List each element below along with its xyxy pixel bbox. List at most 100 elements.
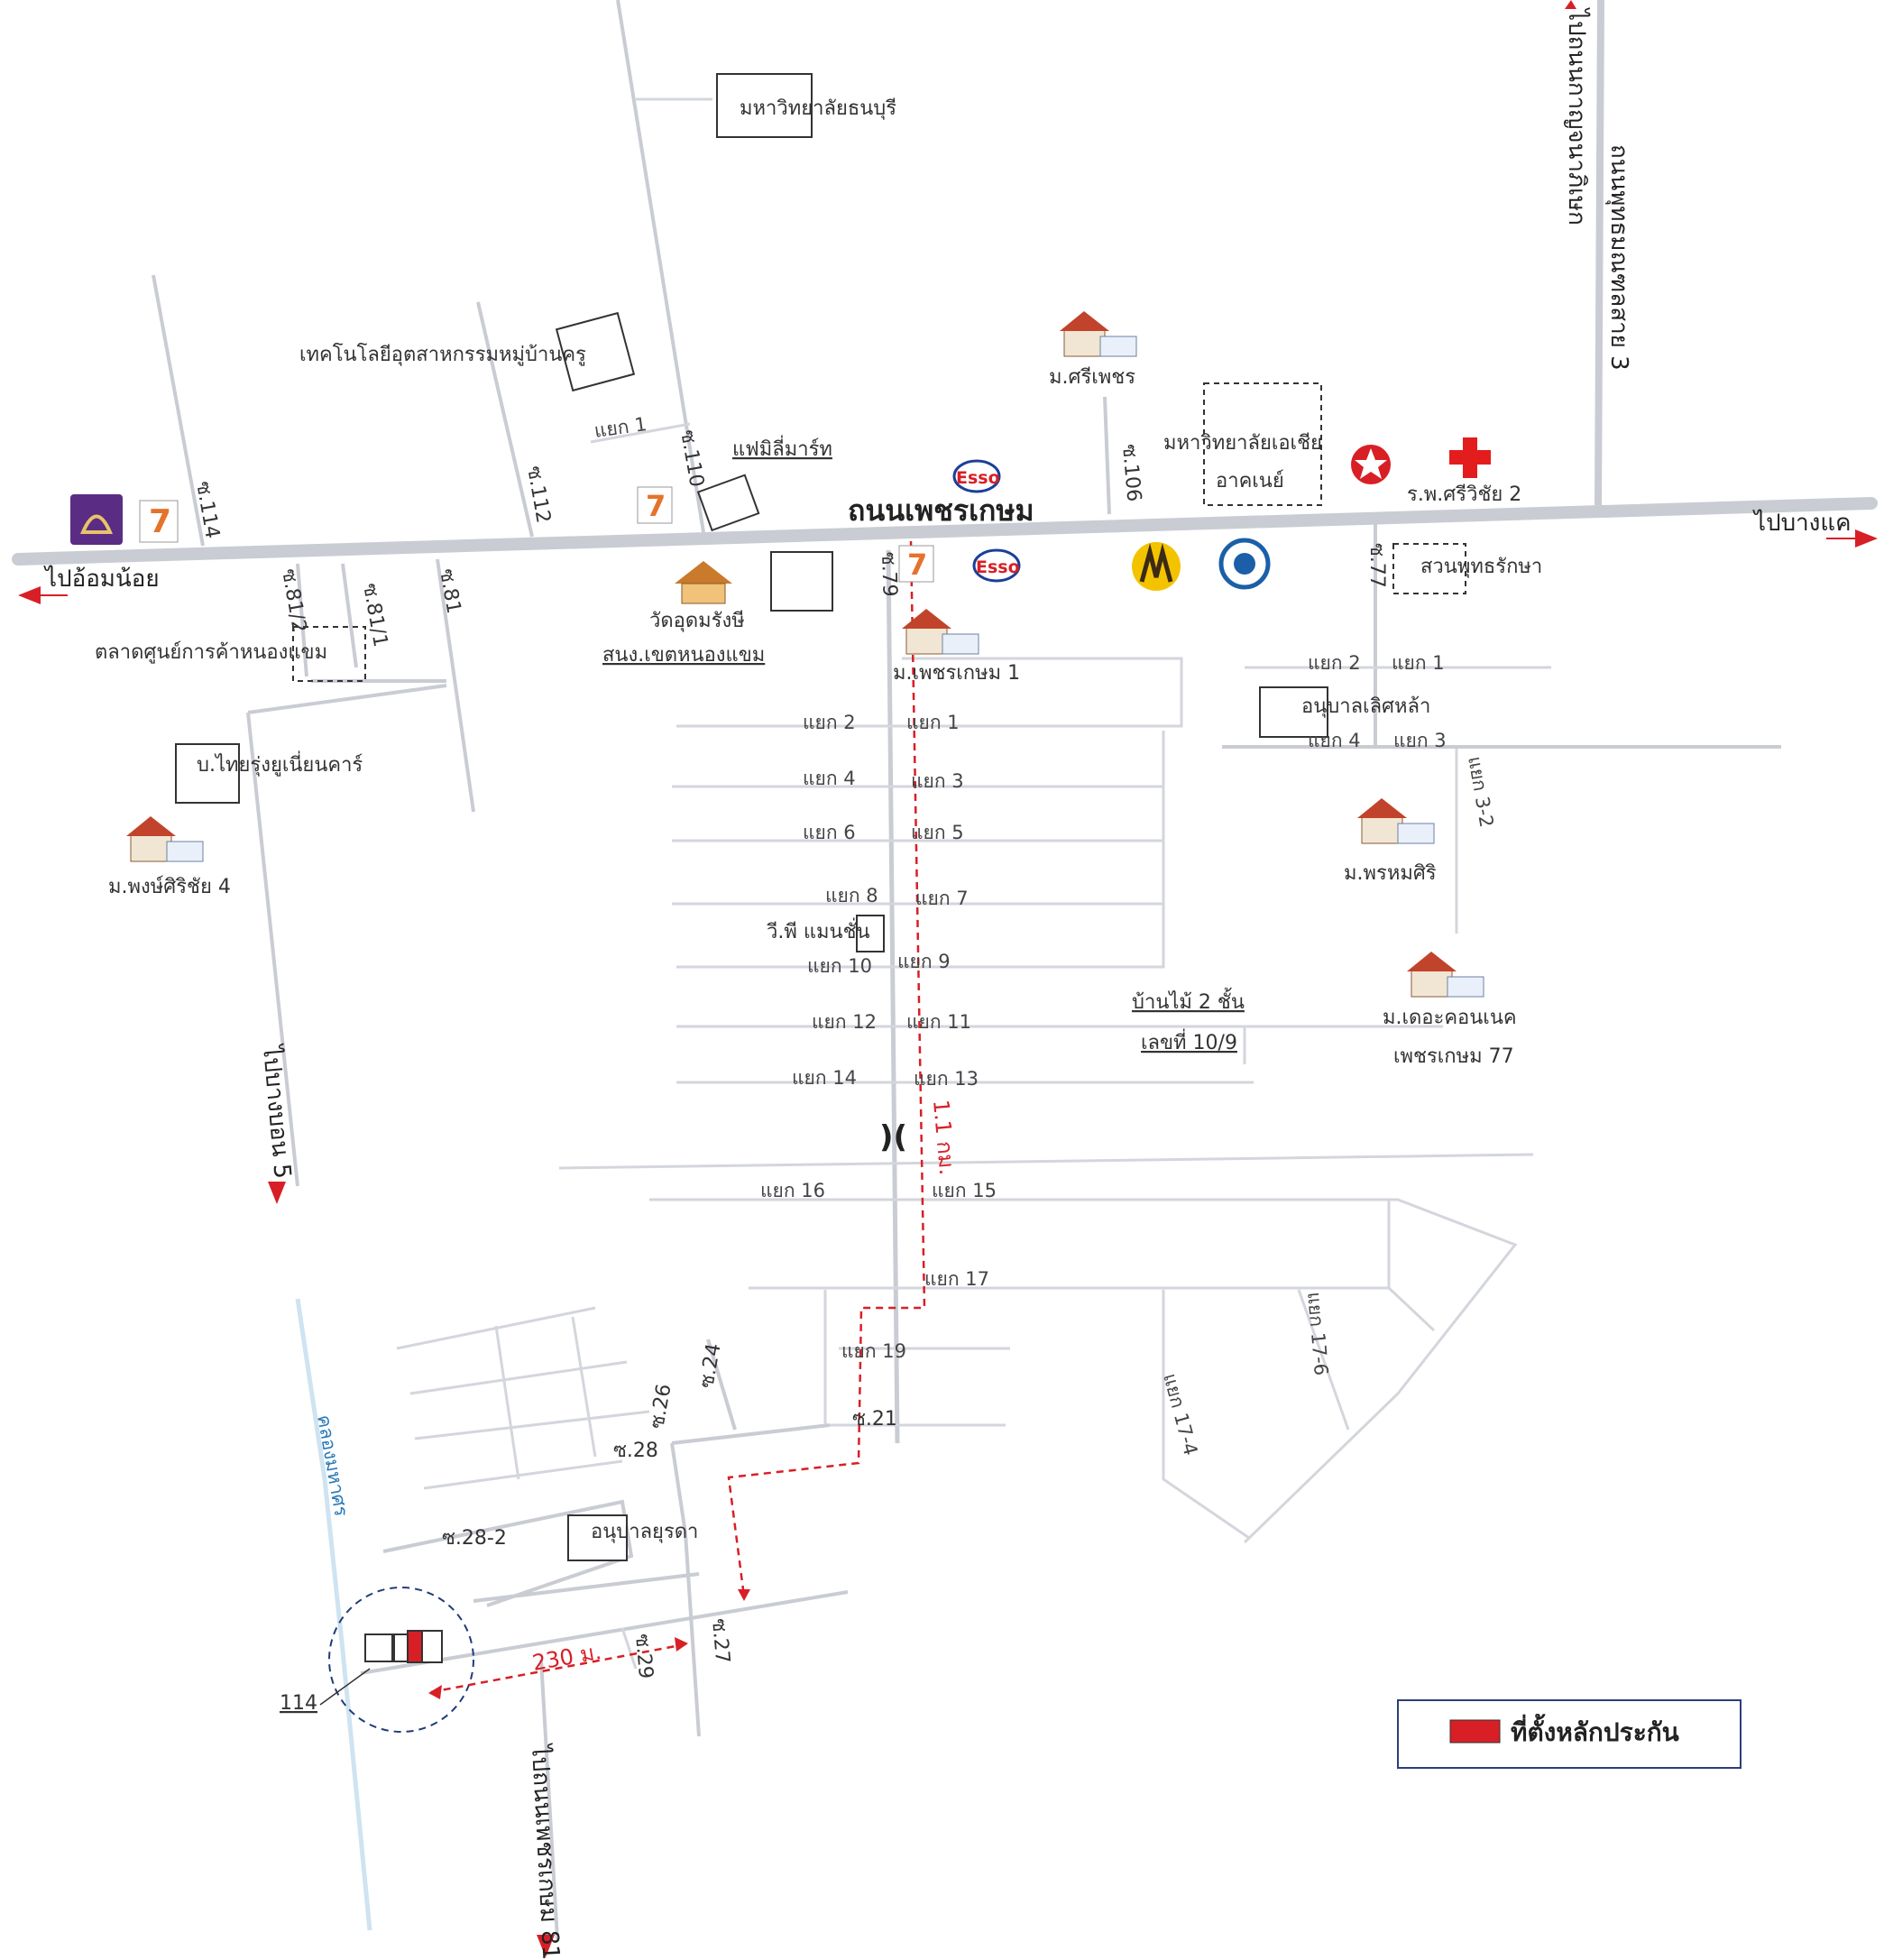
route-arrow-right xyxy=(675,1637,688,1652)
wood-house-label: เลขที่ 10/9 xyxy=(1141,1028,1237,1054)
to-kanchanaphisek-label: ไปถนนกาญจนาภิเษก xyxy=(1563,7,1591,225)
branch-label: แยก 3 xyxy=(1393,730,1447,751)
se-asia-univ-label: อาคเนย์ xyxy=(1216,470,1284,492)
branch-label: แยก 5 xyxy=(911,822,964,843)
esso-icon: Esso xyxy=(972,548,1021,583)
target-number-label: 114 xyxy=(280,1692,317,1715)
arrow-bang-bon xyxy=(268,1182,286,1204)
arrow-om-noi xyxy=(18,586,41,604)
phutthamonthon-road xyxy=(1595,0,1604,506)
soi-28-label: ซ.28 xyxy=(613,1440,658,1462)
market-box xyxy=(292,626,366,682)
canal xyxy=(295,1298,372,1931)
arrow-kanchana xyxy=(1565,0,1576,9)
soi-81-2-road xyxy=(296,563,308,677)
svg-text:7: 7 xyxy=(646,489,666,523)
esso-icon: Esso xyxy=(952,459,1001,493)
bang-bon-road xyxy=(246,684,447,1187)
branch-label: แยก 12 xyxy=(812,1011,877,1033)
district-office-box xyxy=(770,551,833,612)
thai-rung-box xyxy=(175,743,240,804)
m-phromsiri-label: ม.พรหมศิริ xyxy=(1344,862,1437,885)
branch-label: แยก 7 xyxy=(915,888,969,909)
legend: ที่ตั้งหลักประกัน xyxy=(1397,1699,1742,1769)
collateral-location xyxy=(319,1587,474,1733)
route-arrow-down xyxy=(738,1589,750,1601)
soi-21-label: ซ.21 xyxy=(852,1408,897,1431)
branch-label: แยก 1 xyxy=(1392,652,1445,674)
soi-114-road xyxy=(152,274,205,547)
seven-eleven-icon: 7 xyxy=(898,545,934,583)
branch-label: แยก 11 xyxy=(906,1011,971,1033)
market-label: ตลาดศูนย์การค้าหนองแขม xyxy=(95,641,327,664)
district-office-label: สนง.เขตหนองแขม xyxy=(602,644,765,667)
soi-28-2-label: ซ.28-2 xyxy=(442,1527,507,1550)
soi-110-branch1 xyxy=(590,422,691,444)
house-icon xyxy=(1407,952,1484,998)
soi-81-1-road xyxy=(341,563,358,668)
house-icon xyxy=(1357,798,1435,844)
vp-mansion-box xyxy=(856,915,885,952)
phetkasem-road-label: ถนนเพชรเกษม xyxy=(848,493,1034,528)
branch-label: แยก 3 xyxy=(911,770,964,792)
soi-112-road xyxy=(476,301,534,538)
thai-rung-label: บ.ไทยรุ่งยูเนี่ยนคาร์ xyxy=(197,750,363,777)
soi-81-road xyxy=(436,558,475,813)
branch-label: แยก 2 xyxy=(1308,652,1361,674)
soi-106-label: ซ.106 xyxy=(1117,443,1144,502)
m-phetkasem1-label: ม.เพชรเกษม 1 xyxy=(893,662,1020,685)
soi-27-label: ซ.27 xyxy=(707,1617,733,1664)
tech-industry-box xyxy=(555,311,636,392)
m-connect-label: ม.เดอะคอนเนค xyxy=(1383,1007,1517,1029)
phutthamonthon-road-label: ถนนพุทธมณฑลสาย 3 xyxy=(1605,144,1632,371)
house-icon xyxy=(126,816,204,862)
arrow-phetkasem-81 xyxy=(537,1935,555,1957)
soi-79-branches xyxy=(558,657,1534,1544)
branch-label: แยก 19 xyxy=(841,1340,906,1362)
soi-77-label: ซ.77 xyxy=(1365,543,1388,588)
caltex-icon xyxy=(1348,442,1393,498)
branch-label: แยก 9 xyxy=(897,951,951,972)
soi-110-road xyxy=(616,0,705,533)
suan-phut-label: สวนพุทธรักษา xyxy=(1420,556,1542,578)
branch-label: แยก 13 xyxy=(914,1068,979,1090)
seven-eleven-icon: 7 xyxy=(139,500,179,543)
route-230m xyxy=(430,1643,686,1694)
svg-text:Esso: Esso xyxy=(976,557,1020,577)
route-arrow-left xyxy=(428,1685,442,1699)
ktb-bank-icon xyxy=(1218,538,1271,590)
wat-udom-label: วัดอุดมรังษี xyxy=(649,610,745,632)
svg-text:Esso: Esso xyxy=(956,468,1000,488)
legend-label: ที่ตั้งหลักประกัน xyxy=(1511,1713,1679,1747)
branch-label: แยก 10 xyxy=(807,955,872,977)
arrow-bang-khae xyxy=(1855,529,1878,548)
se-asia-univ-box xyxy=(1203,382,1322,506)
branch-label: แยก 6 xyxy=(803,822,856,843)
svg-text:7: 7 xyxy=(149,503,171,540)
family-mart-label: แฟมิลี่มาร์ท xyxy=(732,435,832,461)
krungsri-bank-icon xyxy=(1132,542,1181,591)
m-pongsiri-label: ม.พงษ์ศิริชัย 4 xyxy=(108,876,231,898)
seven-eleven-icon: 7 xyxy=(637,486,673,524)
yurada-box xyxy=(567,1514,628,1561)
vp-mansion-label: วี.พี แมนชั่น xyxy=(766,917,869,943)
scb-bank-icon xyxy=(70,494,123,545)
lert-la-label: อนุบาลเลิศหล้า xyxy=(1301,695,1430,718)
bridge-icon: )( xyxy=(879,1119,907,1155)
wood-house-label: บ้านไม้ 2 ชั้น xyxy=(1132,988,1245,1014)
soi-79-label: ซ.79 xyxy=(877,551,901,597)
sriwichai-hosp-label: ร.พ.ศรีวิชัย 2 xyxy=(1407,483,1521,506)
branch-label: แยก 4 xyxy=(803,768,856,789)
lert-la-box xyxy=(1259,686,1328,738)
temple-icon xyxy=(675,561,732,604)
m-sriphet-label: ม.ศรีเพชร xyxy=(1049,366,1135,389)
branch-label: แยก 17 xyxy=(924,1268,989,1290)
to-om-noi-label: ไปอ้อมน้อย xyxy=(43,565,160,593)
se-asia-univ-label: มหาวิทยาลัยเอเชีย xyxy=(1163,432,1322,455)
svg-text:7: 7 xyxy=(907,548,927,582)
soi-79-road xyxy=(886,549,900,1444)
hospital-cross-icon xyxy=(1449,437,1491,478)
branch-label: แยก 16 xyxy=(760,1180,825,1201)
legend-swatch xyxy=(1449,1719,1501,1744)
